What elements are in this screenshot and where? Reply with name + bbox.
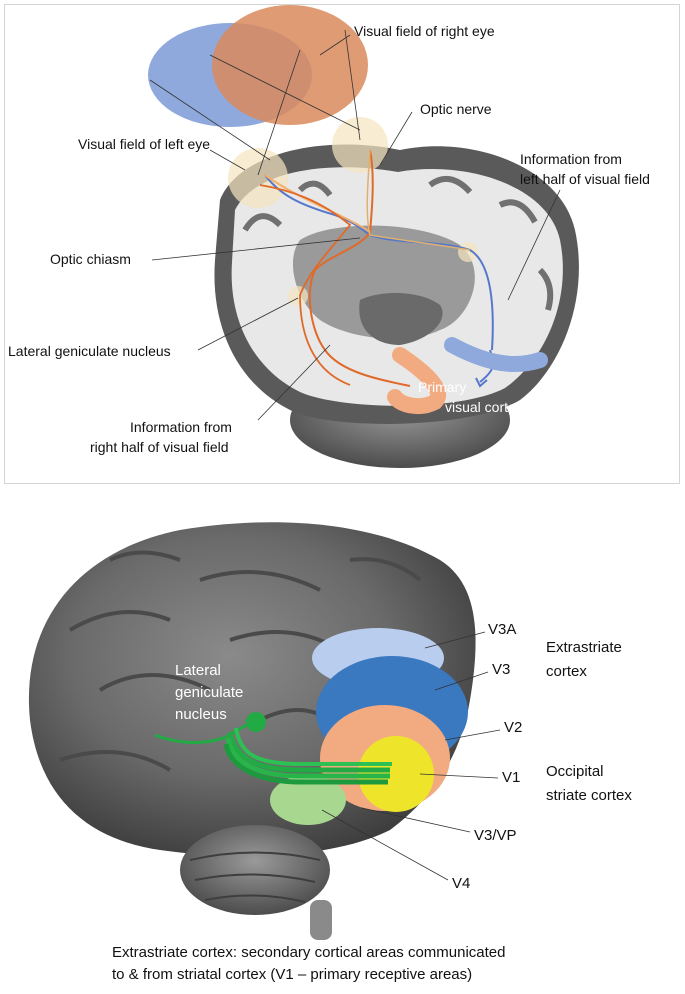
label-visual-field-left: Visual field of left eye (78, 136, 211, 152)
left-field-arrow-head (475, 377, 488, 388)
caption-line-1: Extrastriate cortex: secondary cortical … (112, 944, 506, 961)
caption-line-2: to & from striatal cortex (V1 – primary … (112, 966, 473, 983)
label-occipital-1: Occipital (546, 763, 604, 780)
brainstem-section (359, 293, 443, 345)
label-extrastriate-2: cortex (546, 663, 587, 680)
label-info-left-1: Information from (520, 151, 622, 167)
label-optic-chiasm: Optic chiasm (50, 251, 131, 267)
cerebellum-bottom (180, 825, 330, 915)
area-v1 (358, 736, 434, 812)
label-primary-1: Primary (418, 379, 467, 395)
right-visual-pathway (308, 149, 411, 387)
cortical-folds (242, 175, 554, 311)
label-v1: V1 (502, 769, 521, 786)
right-field-radiation (259, 184, 352, 386)
right-eye-nasal-fibers (366, 149, 471, 251)
label-v4: V4 (452, 875, 471, 892)
brainstem (310, 900, 332, 940)
lgn-optic-radiation (154, 712, 392, 785)
label-visual-field-right: Visual field of right eye (354, 23, 495, 39)
label-optic-nerve: Optic nerve (420, 101, 492, 117)
lgn-left-marker (458, 242, 478, 262)
pointer-optic-chiasm (151, 237, 361, 261)
pointer-v3a (424, 631, 486, 649)
primary-cortex-right (387, 347, 446, 415)
visual-field-right-eye (212, 5, 368, 125)
pointer-info-right (257, 344, 331, 421)
label-lgn-2: geniculate (175, 684, 244, 701)
right-field-ray-1 (209, 54, 361, 131)
label-info-left-2: left half of visual field (520, 171, 650, 187)
label-v2: V2 (504, 719, 523, 736)
left-field-ray-2 (257, 49, 301, 176)
left-eye-nasal-fibers (264, 174, 371, 233)
brain-sulci (59, 550, 422, 772)
pointer-v2 (444, 729, 501, 741)
label-primary-2: visual cortex (445, 399, 523, 415)
pointer-vf-left (209, 149, 246, 171)
pointer-v1 (419, 773, 499, 779)
primary-cortex-left (444, 337, 548, 373)
pointer-lgn (197, 297, 299, 351)
label-v3a: V3A (488, 621, 517, 638)
label-info-right-1: Information from (130, 419, 232, 435)
label-extrastriate-1: Extrastriate (546, 639, 622, 656)
label-v3vp: V3/VP (474, 827, 517, 844)
label-lateral-geniculate: Lateral geniculate nucleus (8, 343, 171, 359)
coronal-brain-section (214, 144, 579, 468)
label-lgn-1: Lateral (175, 662, 221, 679)
left-eye (228, 148, 288, 208)
right-eye (332, 117, 388, 173)
pointer-vf-right (319, 34, 351, 56)
pointer-optic-nerve (379, 111, 413, 166)
pointer-v3vp (361, 807, 471, 833)
label-occipital-2: striate cortex (546, 787, 632, 804)
label-lgn-3: nucleus (175, 706, 227, 723)
pointer-v4 (321, 809, 449, 881)
label-v3: V3 (492, 661, 511, 678)
lgn-right-marker (288, 286, 308, 306)
right-field-ray-2 (344, 29, 361, 141)
figure-caption: Extrastriate cortex: secondary cortical … (112, 942, 632, 986)
left-visual-pathway (264, 174, 494, 351)
cerebellar-folia (189, 851, 321, 903)
pointer-v3 (434, 671, 489, 691)
pointer-info-left (507, 189, 561, 301)
label-info-right-2: right half of visual field (90, 439, 229, 455)
left-field-ray-1 (149, 79, 271, 161)
